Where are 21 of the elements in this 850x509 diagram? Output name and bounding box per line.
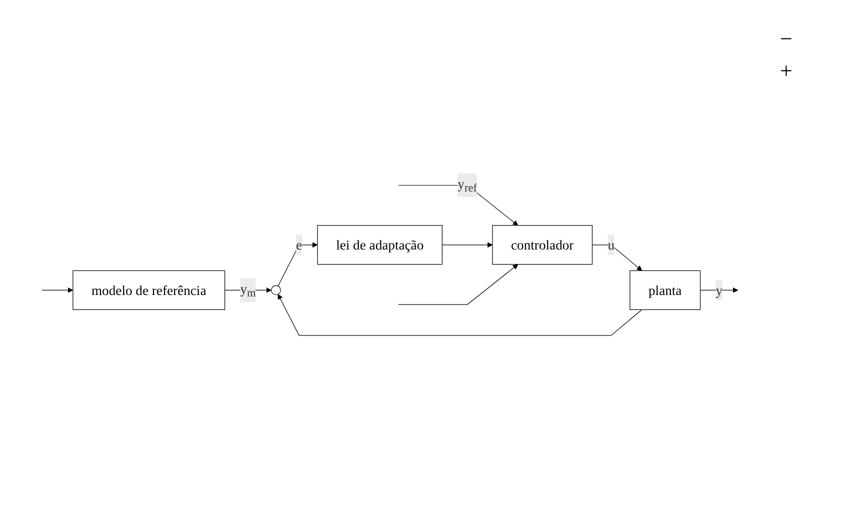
edge-label: e [296,237,302,253]
edge-label: y$_{ref}$ [458,176,478,194]
node-box: lei de adaptação [317,225,442,265]
edge-label: y$_{m}$ [240,280,256,300]
node-circle [271,285,281,296]
arrow [592,244,642,271]
node-box: modelo de referência [72,270,226,310]
sign-label: + [780,58,794,84]
arrow [278,242,318,286]
arrow [398,184,518,226]
node-box: controlador [492,225,593,265]
sign-label: − [780,26,794,52]
arrow [278,294,642,336]
edge-label: u [608,237,614,253]
arrow [398,264,518,305]
arrow [42,287,74,293]
edge-label: y [716,282,723,298]
node-box: planta [630,270,701,310]
arrow [224,287,272,293]
arrow [700,287,738,293]
arrow [442,242,493,248]
